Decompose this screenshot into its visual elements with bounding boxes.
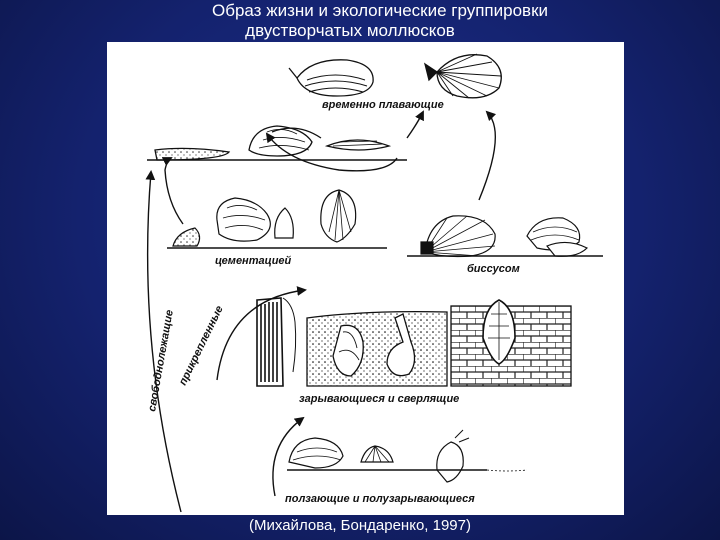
slide-title-line-1: Образ жизни и экологические группировки (212, 1, 548, 20)
label-byssus: биссусом (467, 263, 520, 275)
burrowing-boring-block (256, 297, 572, 387)
citation: (Михайлова, Бондаренко, 1997) (249, 517, 471, 534)
arrow-swimming-to-byssus (478, 110, 497, 201)
swimming-scallop-shell (423, 53, 502, 99)
label-temporarily-swimming: временно плавающие (322, 99, 444, 111)
cemented-shells (167, 189, 387, 249)
arrow-to-seabed (161, 157, 184, 225)
arrow-to-swimming (406, 110, 424, 139)
label-cementation: цементацией (215, 255, 292, 267)
swimming-clam-shell (288, 59, 374, 97)
label-crawling-semi-burrowing: ползающие и полузарывающиеся (285, 493, 475, 505)
byssate-shells (407, 215, 603, 258)
arrow-seabed-to-swimming (265, 132, 398, 172)
reclining-shells-seabed (147, 125, 407, 161)
arrow-crawling-up (272, 416, 305, 497)
bivalve-lifestyle-diagram: временно плавающие цементацией (145, 53, 603, 513)
arrow-attached (216, 286, 307, 381)
label-burrowing-boring: зарывающиеся и сверлящие (299, 393, 459, 405)
slide-title-line-2: двустворчатых моллюсков (245, 21, 455, 40)
crawling-shells (287, 429, 528, 483)
label-attached: прикрепленные (177, 304, 226, 387)
arrow-free-living (145, 170, 182, 513)
diagram-panel: временно плавающие цементацией (107, 42, 624, 515)
